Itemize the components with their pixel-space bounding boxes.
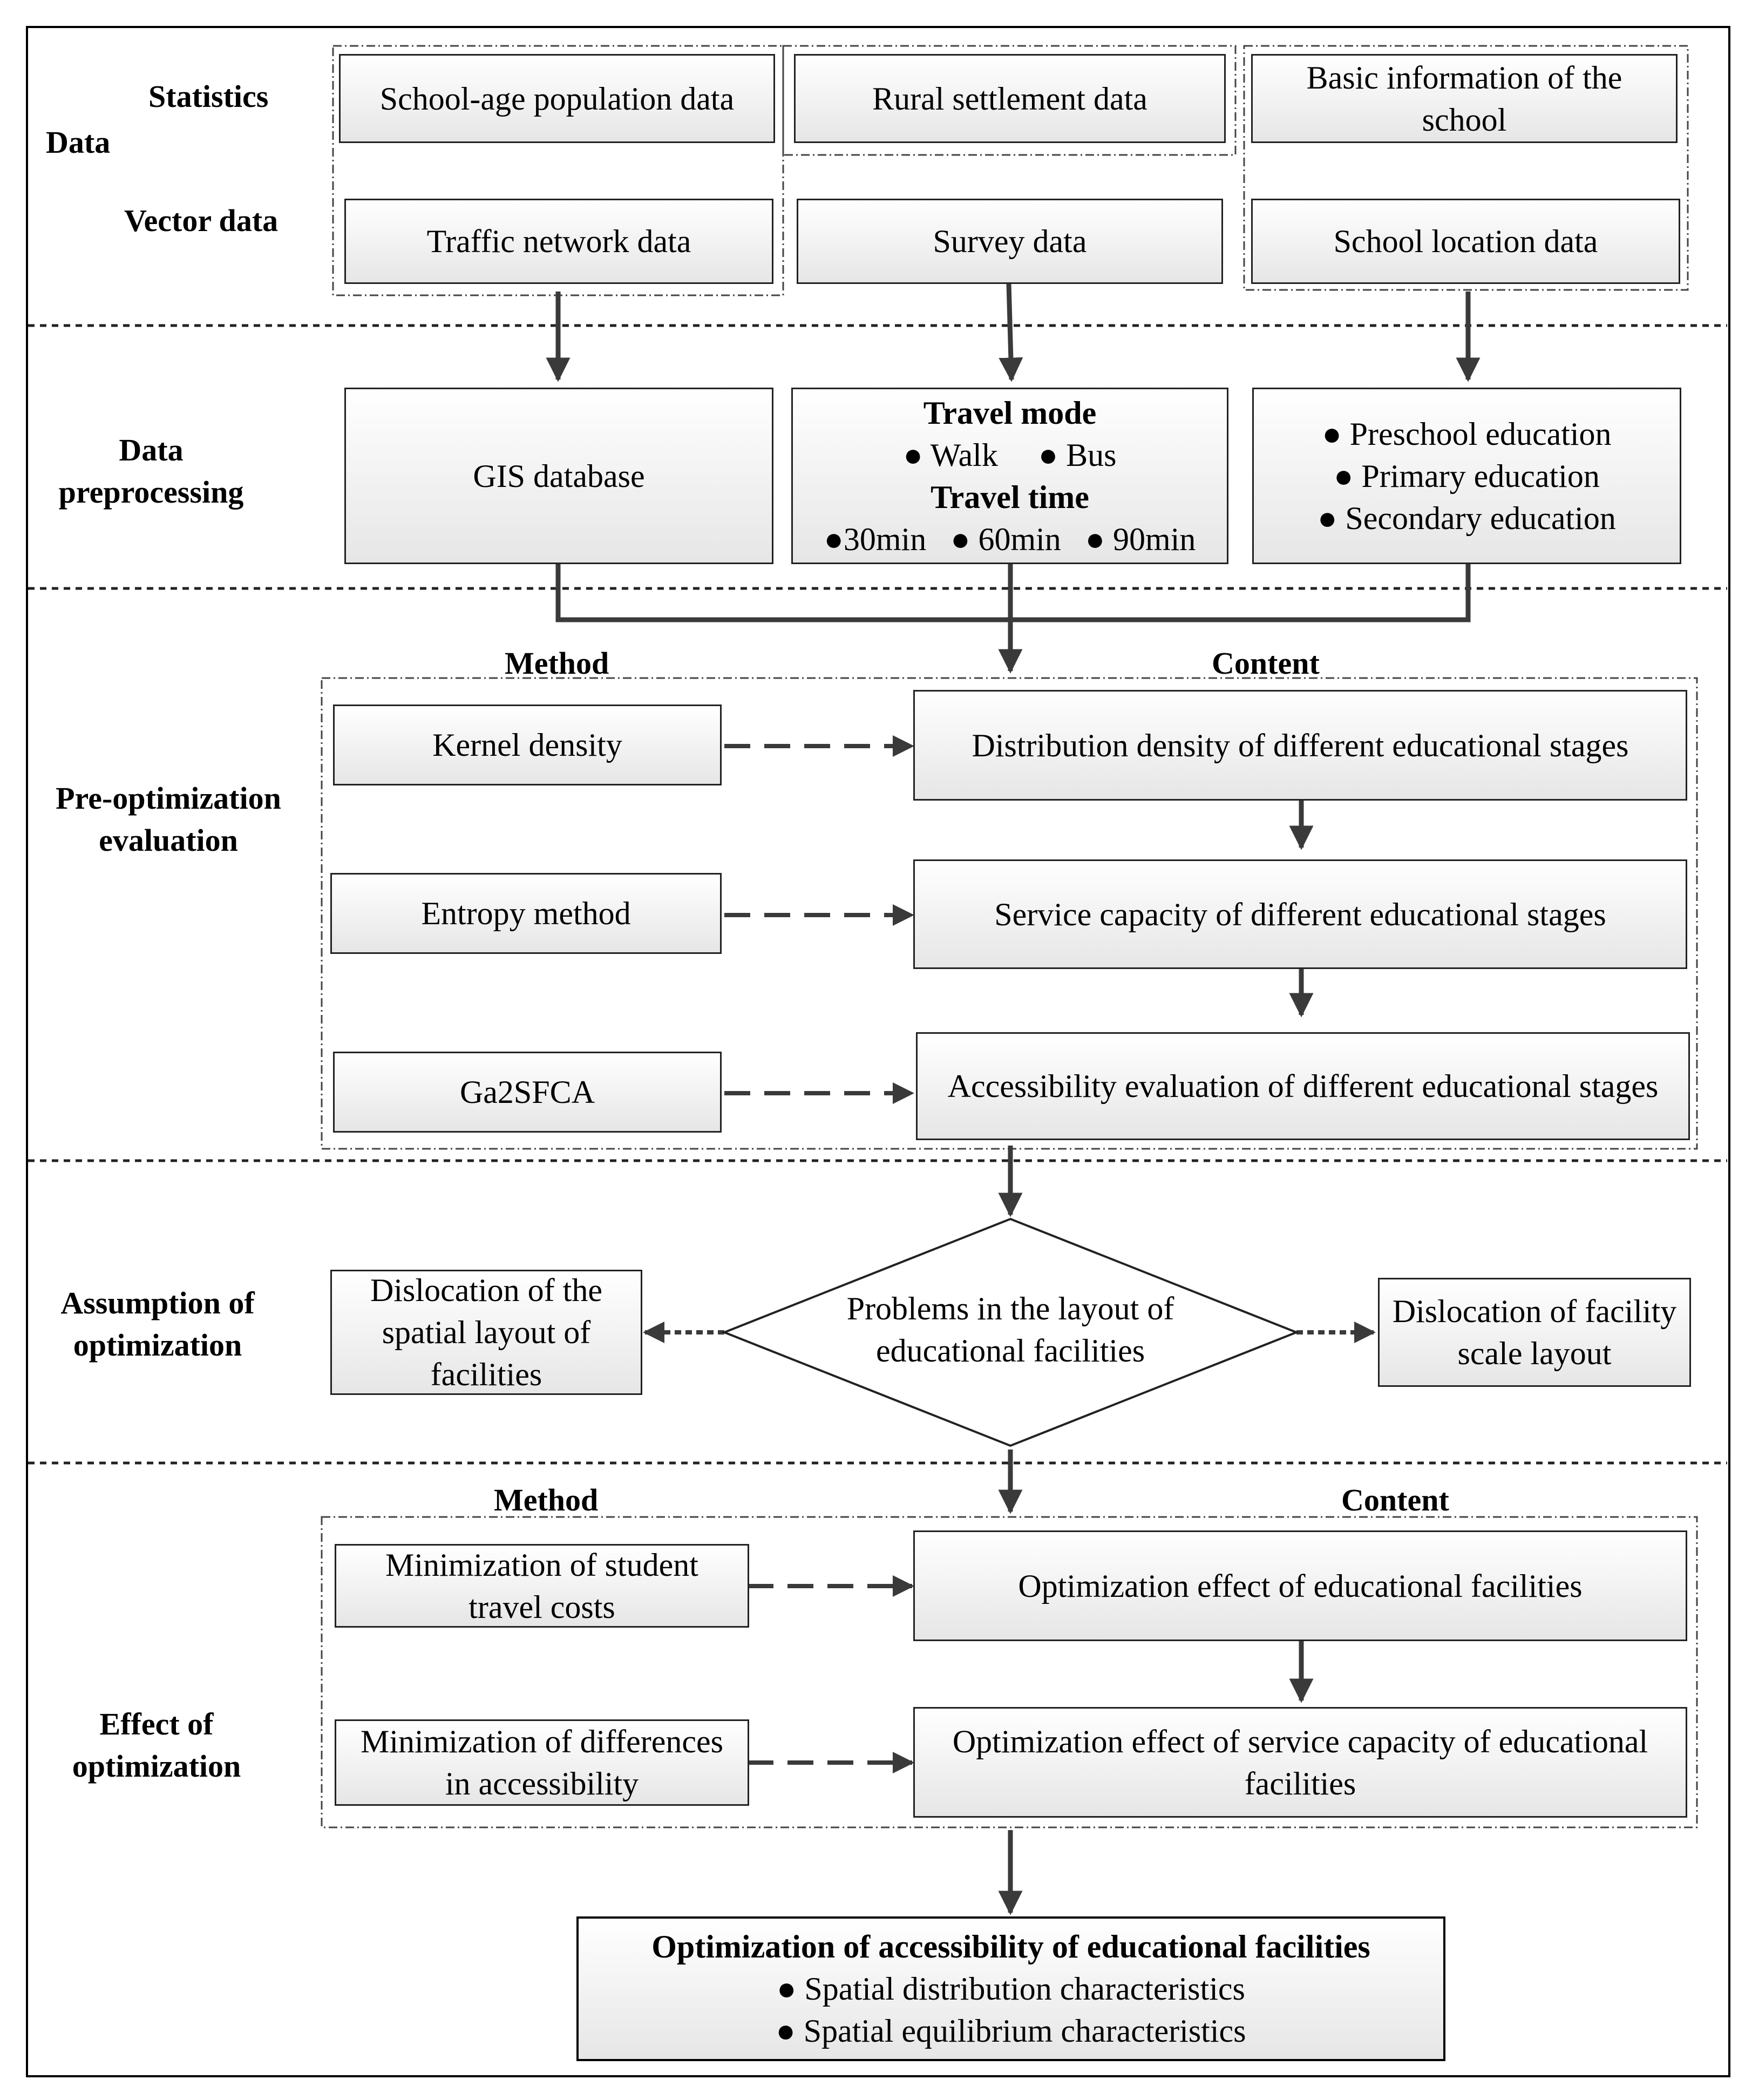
final-result-box: Optimization of accessibility of educati…	[576, 1916, 1445, 2061]
time-30: ●30min	[824, 521, 927, 557]
bus-option: ● Bus	[1038, 437, 1117, 473]
walk-option: ● Walk	[903, 437, 998, 473]
travel-mode-options: ● Walk ● Bus	[904, 434, 1117, 476]
section-dividers	[28, 324, 1727, 1465]
label-pre-optimization: Pre-optimization evaluation	[56, 781, 281, 858]
problem-diamond-text: Problems in the layout of educational fa…	[846, 1291, 1174, 1369]
label-statistics: Statistics	[148, 79, 269, 114]
entropy-method-box: Entropy method	[330, 873, 722, 954]
distribution-density-box: Distribution density of different educat…	[913, 690, 1687, 801]
preschool-item: ● Preschool education	[1322, 416, 1612, 452]
accessibility-evaluation-box: Accessibility evaluation of different ed…	[916, 1032, 1690, 1140]
optimization-effect-box: Optimization effect of educational facil…	[913, 1530, 1687, 1641]
content-heading-2: Content	[1341, 1482, 1449, 1518]
arrow-survey-travel	[999, 283, 1023, 382]
travel-mode-heading: Travel mode	[923, 395, 1097, 431]
rural-settlement-box: Rural settlement data	[794, 54, 1226, 143]
label-vector-data: Vector data	[124, 203, 279, 238]
ga2sfca-box: Ga2SFCA	[333, 1052, 722, 1133]
travel-box: Travel mode ● Walk ● Bus Travel time ●30…	[791, 388, 1228, 564]
scale-dislocation-box: Dislocation of facility scale layout	[1378, 1278, 1691, 1387]
education-stages-box: ● Preschool education ● Primary educatio…	[1252, 388, 1681, 564]
final-item-distribution: ● Spatial distribution characteristics	[777, 1971, 1245, 2007]
kernel-density-box: Kernel density	[333, 704, 722, 785]
school-age-population-box: School-age population data	[339, 54, 775, 143]
travel-time-heading: Travel time	[931, 479, 1089, 515]
content-heading-1: Content	[1212, 646, 1320, 681]
min-travel-cost-box: Minimization of student travel costs	[335, 1544, 749, 1628]
school-location-box: School location data	[1251, 199, 1680, 284]
time-60: ● 60min	[950, 521, 1061, 557]
min-accessibility-diff-box: Minimization of differences in accessibi…	[335, 1719, 749, 1806]
problem-diamond	[721, 1217, 1300, 1447]
outer-frame	[26, 26, 1730, 2077]
final-item-equilibrium: ● Spatial equilibrium characteristics	[776, 2013, 1246, 2049]
spatial-dislocation-box: Dislocation of the spatial layout of fac…	[330, 1270, 642, 1395]
secondary-item: ● Secondary education	[1318, 500, 1616, 536]
method-heading-1: Method	[505, 646, 609, 681]
label-data-preprocessing: Data preprocessing	[58, 432, 244, 510]
primary-item: ● Primary education	[1334, 458, 1600, 494]
final-title: Optimization of accessibility of educati…	[651, 1929, 1370, 1964]
merge-line	[555, 564, 1471, 622]
label-data: Data	[46, 125, 111, 160]
service-capacity-box: Service capacity of different educationa…	[913, 859, 1687, 969]
method-heading-2: Method	[494, 1482, 599, 1518]
label-assumption: Assumption of optimization	[60, 1285, 255, 1363]
survey-data-box: Survey data	[797, 199, 1223, 284]
capacity-optimization-box: Optimization effect of service capacity …	[913, 1707, 1687, 1818]
time-90: ● 90min	[1085, 521, 1196, 557]
basic-info-box: Basic information of the school	[1251, 54, 1678, 143]
gis-database-box: GIS database	[344, 388, 773, 564]
travel-time-options: ●30min ● 60min ● 90min	[824, 518, 1196, 560]
traffic-network-box: Traffic network data	[344, 199, 773, 284]
label-effect: Effect of optimization	[72, 1706, 241, 1784]
